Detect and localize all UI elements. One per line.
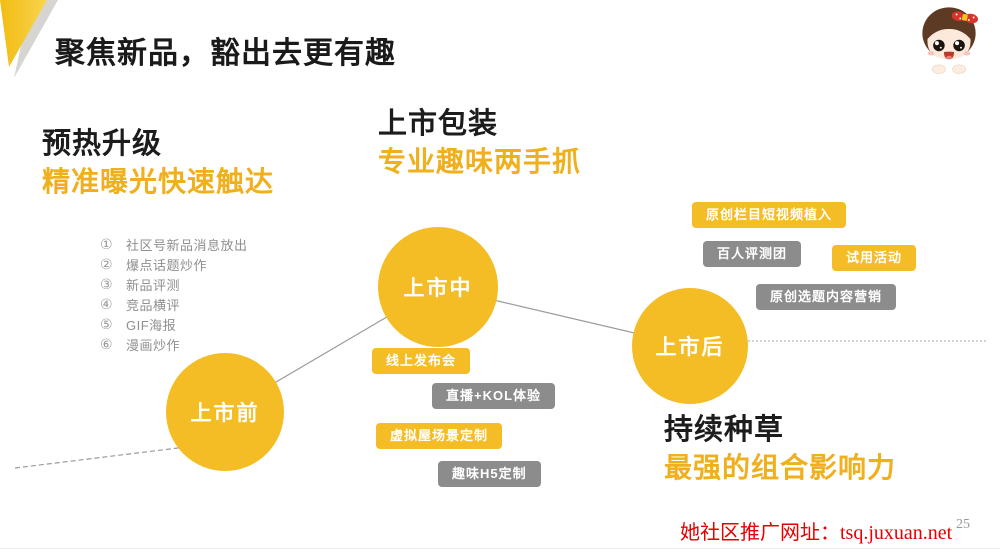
tag-fun-h5-customization: 趣味H5定制 [438, 461, 541, 487]
list-item-number: ① [100, 235, 113, 252]
list-item-number: ③ [100, 275, 113, 292]
list-item-label: 爆点话题炒作 [126, 257, 208, 273]
seeding-title: 持续种草 [664, 414, 785, 446]
list-item-label: 漫画炒作 [126, 337, 181, 353]
tag-trial-activity: 试用活动 [832, 245, 917, 271]
page-title: 聚焦新品，豁出去更有趣 [55, 37, 396, 70]
preheat-title: 预热升级 [42, 128, 163, 160]
list-item-number: ⑤ [100, 315, 113, 332]
list-item-label: 竞品横评 [126, 297, 181, 313]
tag-hundred-person-review-group: 百人评测团 [703, 241, 802, 267]
timeline-node-post-launch: 上市后 [632, 288, 748, 404]
list-item: ③ 新品评测 [100, 274, 248, 294]
preheat-list: ① 社区号新品消息放出 ② 爆点话题炒作 ③ 新品评测 ④ 竞品横评 ⑤ GIF… [100, 234, 248, 354]
tag-original-topic-content-marketing: 原创选题内容营销 [756, 284, 897, 310]
tag-livestream-kol-experience: 直播+KOL体验 [432, 383, 556, 409]
seeding-subtitle: 最强的组合影响力 [664, 452, 897, 484]
list-item-label: 社区号新品消息放出 [126, 237, 248, 253]
section-preheat: 预热升级 精准曝光快速触达 [42, 128, 274, 199]
packaging-title: 上市包装 [378, 108, 499, 140]
packaging-subtitle: 专业趣味两手抓 [378, 146, 582, 178]
list-item: ⑥ 漫画炒作 [100, 334, 248, 354]
list-item-label: GIF海报 [126, 317, 177, 333]
list-item-label: 新品评测 [126, 277, 181, 293]
tag-virtual-room-scene-customization: 虚拟屋场景定制 [376, 423, 503, 449]
girl-mascot-icon [922, 7, 979, 74]
node-label: 上市中 [403, 277, 473, 300]
list-item-number: ⑥ [100, 335, 113, 352]
list-item: ⑤ GIF海报 [100, 314, 248, 334]
tag-online-press-conference: 线上发布会 [372, 348, 471, 374]
page-number: 25 [956, 517, 970, 532]
list-item-number: ② [100, 255, 113, 272]
node-label: 上市后 [655, 336, 725, 359]
timeline-node-launching: 上市中 [378, 227, 498, 347]
tag-original-column-short-video: 原创栏目短视频植入 [692, 202, 847, 228]
promo-url-text: 她社区推广网址：tsq.juxuan.net [680, 522, 953, 544]
list-item-number: ④ [100, 295, 113, 312]
list-item: ④ 竞品横评 [100, 294, 248, 314]
preheat-subtitle: 精准曝光快速触达 [42, 166, 275, 198]
timeline-node-pre-launch: 上市前 [166, 353, 284, 471]
section-packaging: 上市包装 专业趣味两手抓 [378, 108, 581, 179]
section-seeding: 持续种草 最强的组合影响力 [664, 414, 896, 485]
list-item: ② 爆点话题炒作 [100, 254, 248, 274]
corner-ribbon-decoration [0, 0, 58, 78]
node-label: 上市前 [190, 402, 260, 425]
bottom-divider [0, 548, 1000, 549]
list-item: ① 社区号新品消息放出 [100, 234, 248, 254]
